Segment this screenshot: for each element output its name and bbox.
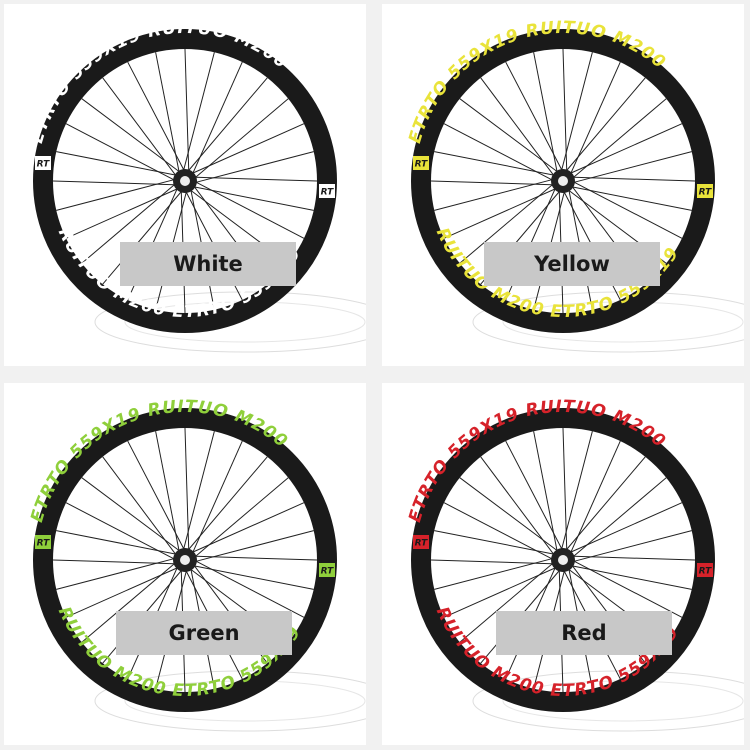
rt-badge <box>319 184 335 198</box>
wheel-shadow <box>472 670 744 732</box>
rim <box>411 408 715 712</box>
svg-text:RT: RT <box>37 539 51 549</box>
svg-text:RT: RT <box>415 160 429 170</box>
color-label: Red <box>496 611 672 655</box>
svg-text:RT: RT <box>699 188 713 198</box>
wheel-shadow <box>94 291 366 353</box>
rim-decal-top: ETRTO 559X19 RUITUO M200 <box>405 18 670 146</box>
rim-decal-top: ETRTO 559X19 RUITUO M200 <box>27 18 292 146</box>
rt-badge <box>319 563 335 577</box>
wheel-shadow <box>94 670 366 732</box>
rim <box>33 408 337 712</box>
svg-text:RT: RT <box>415 539 429 549</box>
color-label: Green <box>116 611 292 655</box>
svg-text:RT: RT <box>37 160 51 170</box>
rt-badge <box>697 563 713 577</box>
svg-text:RT: RT <box>321 188 335 198</box>
svg-text:RT: RT <box>699 567 713 577</box>
rim <box>33 29 337 333</box>
spokes <box>52 427 318 693</box>
spokes <box>430 427 696 693</box>
rim <box>411 29 715 333</box>
rt-badge <box>35 156 51 170</box>
wheel-shadow <box>472 291 744 353</box>
rim-decal-top: ETRTO 559X19 RUITUO M200 <box>27 397 292 525</box>
color-label: White <box>120 242 296 286</box>
rt-badge <box>35 535 51 549</box>
rt-badge <box>413 156 429 170</box>
spokes <box>52 48 318 314</box>
rt-badge <box>697 184 713 198</box>
rim-decal-top: ETRTO 559X19 RUITUO M200 <box>405 397 670 525</box>
color-label: Yellow <box>484 242 660 286</box>
svg-text:RT: RT <box>321 567 335 577</box>
rt-badge <box>413 535 429 549</box>
